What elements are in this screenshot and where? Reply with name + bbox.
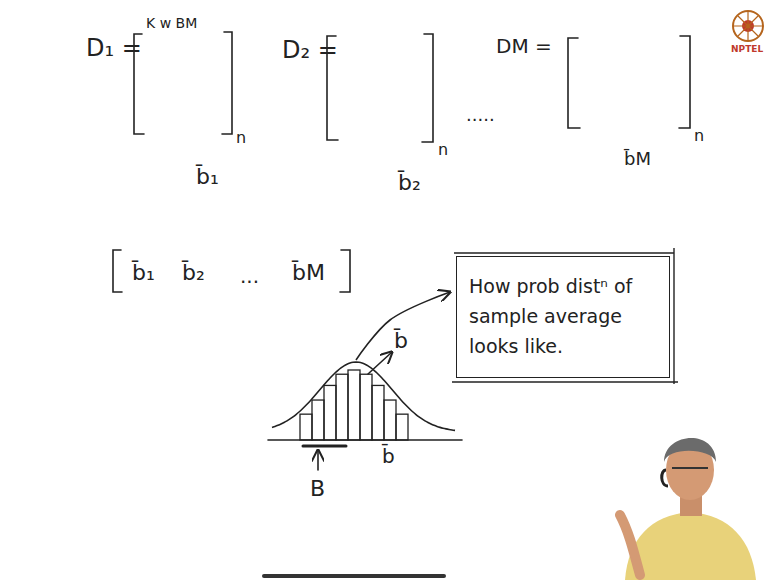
column-mean: b̄M [624,150,651,168]
matrix-name: D₂ = [282,38,338,62]
vector-entry: b̄₂ [182,262,205,284]
column-mean: b̄₂ [398,172,421,194]
progress-bar [262,574,446,578]
bell-curve [272,362,455,430]
logo-text: NPTEL [731,45,763,54]
histogram-bar [336,374,348,440]
presenter [620,438,756,580]
histogram-bar [360,374,372,440]
histogram-bar [348,370,360,440]
histogram-bar [300,414,312,440]
leader-arrow [356,292,450,360]
matrix-bracket [222,32,232,134]
row-count: n [694,128,704,144]
vector-entry: b̄₁ [132,262,155,284]
matrix-name: D₁ = [86,36,142,60]
histogram-bar [312,400,324,440]
histogram-bar [384,400,396,440]
ellipsis: ... [240,266,259,286]
scribble: K w BM [146,16,197,30]
matrix-bracket [568,38,580,128]
note-text: How prob distⁿ of sample average looks l… [469,271,657,361]
axis-label: b̄ [382,446,395,466]
bin-marker [303,445,346,448]
bin-label: B [310,478,325,500]
frame-stroke [673,248,674,384]
histogram-bar [396,414,408,440]
pointer-arrow [317,450,319,470]
box-frame [452,248,678,384]
column-mean: b̄₁ [196,166,219,188]
curve-label: b̄ [394,330,408,352]
pointer-arrow [368,352,392,374]
matrix-bracket [679,36,690,128]
vector-bracket [340,250,350,292]
frame-stroke [454,252,674,253]
vector-entry: b̄M [292,262,325,284]
histogram [300,370,408,440]
matrix-bracket [422,34,433,142]
histogram-bar [324,385,336,440]
ellipsis: ..... [466,106,495,124]
vector-bracket [113,250,122,292]
frame-stroke [452,381,678,382]
nptel-logo [733,11,763,41]
row-count: n [438,142,448,158]
row-count: n [236,130,246,146]
matrix-name: DM = [496,36,552,56]
note-box: How prob distⁿ of sample average looks l… [456,256,670,378]
histogram-bar [372,385,384,440]
